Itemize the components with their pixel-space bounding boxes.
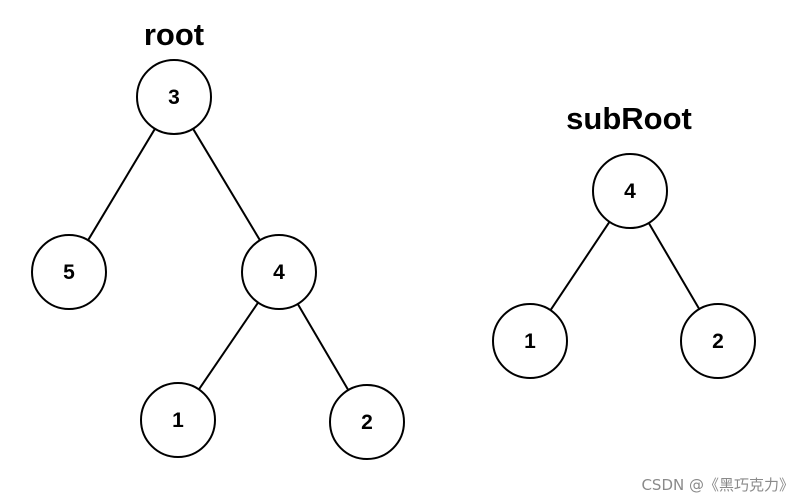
tree-edge-r4-r1 (198, 302, 259, 390)
edges-layer (87, 128, 701, 391)
watermark-text: CSDN @《黑巧克力》 (641, 476, 794, 494)
tree-edge-s4-s2 (647, 222, 701, 310)
nodes-layer: 3 5 4 1 2 4 1 2 (31, 59, 756, 460)
tree-node-r2: 2 (329, 384, 405, 460)
tree-edge-r3-r5 (87, 128, 156, 241)
tree-node-s4: 4 (592, 153, 668, 229)
node-circle (592, 153, 668, 229)
node-circle (241, 234, 317, 310)
node-label: 3 (168, 86, 180, 109)
node-label: 5 (63, 261, 75, 284)
node-circle (140, 382, 216, 458)
tree-node-r4: 4 (241, 234, 317, 310)
tree-title-subroot: subRoot (566, 101, 692, 136)
node-circle (680, 303, 756, 379)
node-label: 4 (624, 180, 636, 203)
node-label: 2 (361, 411, 373, 434)
tree-edge-s4-s1 (549, 221, 611, 311)
tree-node-r3: 3 (136, 59, 212, 135)
node-label: 4 (273, 261, 285, 284)
tree-title-root: root (144, 17, 204, 52)
tree-node-r1: 1 (140, 382, 216, 458)
tree-edge-r3-r4 (192, 128, 261, 241)
titles-layer: root subRoot (144, 17, 692, 136)
tree-edge-r4-r2 (296, 303, 350, 391)
node-label: 1 (524, 330, 536, 353)
tree-node-r5: 5 (31, 234, 107, 310)
node-label: 1 (172, 409, 184, 432)
node-label: 2 (712, 330, 724, 353)
tree-node-s2: 2 (680, 303, 756, 379)
node-circle (492, 303, 568, 379)
node-circle (31, 234, 107, 310)
node-circle (136, 59, 212, 135)
tree-node-s1: 1 (492, 303, 568, 379)
node-circle (329, 384, 405, 460)
